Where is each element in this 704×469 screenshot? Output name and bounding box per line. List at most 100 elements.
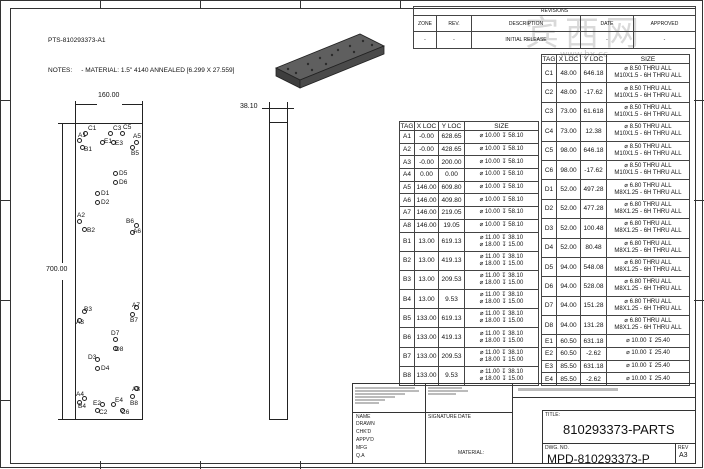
hole-label: A8 [132, 386, 140, 393]
hole-yloc: 131.28 [580, 315, 607, 336]
hole-size-line: ⌀ 11.00 ↧ 38.10 [479, 272, 524, 279]
title-block-divider [675, 443, 676, 464]
hole-xloc: 52.00 [556, 218, 581, 239]
hole-size: ⌀ 11.00 ↧ 38.10⌀ 18.00 ↧ 15.00 [464, 365, 539, 387]
hole-label: A3 [76, 319, 84, 326]
hole-size-line: ⌀ 6.80 THRU ALL [624, 201, 672, 208]
finish-note [428, 386, 508, 410]
hole-size-line: ⌀ 6.80 THRU ALL [624, 298, 672, 305]
hole-yloc: -17.62 [580, 82, 607, 103]
hole-xloc: 94.00 [556, 276, 581, 297]
hole-tag: A6 [399, 193, 415, 208]
hole-xloc: 13.00 [414, 250, 439, 271]
hole-size-line: ⌀ 18.00 ↧ 15.00 [479, 299, 524, 306]
hole-yloc: 646.18 [580, 140, 607, 161]
hole-yloc: -17.62 [580, 159, 607, 181]
hole-tag: B6 [399, 327, 415, 348]
zone-tick [400, 0, 401, 8]
hole-yloc: 631.18 [580, 334, 607, 349]
hole-tag: B4 [399, 289, 415, 310]
hole-marker [100, 140, 105, 145]
hole-size: ⌀ 11.00 ↧ 38.10⌀ 18.00 ↧ 15.00 [464, 250, 539, 271]
hole-marker [108, 131, 113, 136]
hole-yloc: 548.08 [580, 256, 607, 278]
hole-table-header-yloc: Y LOC [580, 54, 607, 64]
hole-xloc: 94.00 [556, 315, 581, 336]
hole-size: ⌀ 10.00 ↧ 58.10 [464, 168, 539, 182]
hole-yloc: 628.65 [438, 130, 465, 144]
hole-size-line: ⌀ 11.00 ↧ 38.10 [479, 349, 524, 356]
hole-tag: C2 [541, 82, 557, 103]
hole-label: A4 [76, 391, 84, 398]
hole-tag: C6 [541, 159, 557, 181]
rev-cell: - [580, 31, 634, 49]
hole-size-line: ⌀ 8.50 THRU ALL [624, 143, 672, 150]
hole-label: A6 [133, 228, 141, 235]
hole-size-line: M10X1.5 - 6H THRU ALL [614, 92, 682, 99]
hole-label: B8 [130, 400, 138, 407]
rev-header-zone: ZONE [413, 15, 437, 32]
hole-table-header-size: SIZE [606, 54, 690, 64]
hole-table-header-xloc: X LOC [414, 121, 439, 131]
hole-label: D2 [101, 199, 110, 206]
hole-xloc: 52.00 [556, 237, 581, 258]
hole-size-line: ⌀ 10.00 ↧ 58.10 [479, 209, 524, 216]
hole-size-line: ⌀ 10.00 ↧ 25.40 [626, 362, 670, 369]
hole-tag: D4 [541, 237, 557, 258]
hole-xloc: 98.00 [556, 159, 581, 181]
hole-tag: E3 [541, 359, 557, 374]
hole-tag: C5 [541, 140, 557, 161]
drawing-title: 810293373-PARTS [563, 422, 675, 437]
hole-marker [77, 400, 82, 405]
hole-xloc: 146.00 [414, 193, 439, 208]
hole-table-header-size: SIZE [464, 121, 539, 131]
hole-size-line: ⌀ 18.00 ↧ 15.00 [479, 279, 524, 286]
hole-label: D4 [101, 365, 110, 372]
hole-size-line: ⌀ 18.00 ↧ 15.00 [479, 318, 524, 325]
tb-row-drawn: DRAWN [356, 421, 375, 427]
hole-yloc: 19.05 [438, 218, 465, 233]
hole-table-header-tag: TAG [399, 121, 415, 131]
hole-tag: A3 [399, 155, 415, 170]
hole-marker [134, 140, 139, 145]
hole-yloc: 528.08 [580, 276, 607, 297]
hole-yloc: 477.28 [580, 198, 607, 220]
hole-xloc: 94.00 [556, 256, 581, 278]
side-view-plate [269, 122, 288, 420]
hole-size: ⌀ 11.00 ↧ 38.10⌀ 18.00 ↧ 15.00 [464, 346, 539, 367]
hole-size: ⌀ 10.00 ↧ 58.10 [464, 155, 539, 170]
hole-label: B5 [131, 150, 139, 157]
hole-marker [77, 219, 82, 224]
hole-table-header-yloc: Y LOC [438, 121, 465, 131]
hole-size: ⌀ 10.00 ↧ 58.10 [464, 180, 539, 195]
hole-marker [130, 394, 135, 399]
hole-yloc: 419.13 [438, 327, 465, 348]
rev-header-description: DESCRIPTION [471, 15, 581, 32]
hole-size-line: ⌀ 11.00 ↧ 38.10 [479, 234, 524, 241]
title-block-divider [542, 410, 696, 411]
hole-tag: C3 [541, 101, 557, 123]
dim-line [75, 104, 97, 105]
hole-xloc: 13.00 [414, 231, 439, 252]
hole-size-line: ⌀ 11.00 ↧ 38.10 [479, 368, 524, 375]
hole-size: ⌀ 10.00 ↧ 58.10 [464, 142, 539, 157]
hole-size-line: ⌀ 6.80 THRU ALL [624, 182, 672, 189]
hole-label: C5 [123, 124, 132, 131]
hole-size-line: ⌀ 8.50 THRU ALL [624, 85, 672, 92]
tb-row-mfg: MFG [356, 445, 368, 451]
hole-size: ⌀ 10.00 ↧ 58.10 [464, 193, 539, 208]
hole-xloc: -0.00 [414, 142, 439, 157]
hole-yloc: 200.00 [438, 155, 465, 170]
dim-extension-line [75, 101, 76, 123]
hole-marker [134, 305, 139, 310]
hole-size-line: ⌀ 10.00 ↧ 58.10 [479, 222, 524, 229]
hole-size-line: ⌀ 10.00 ↧ 58.10 [479, 196, 524, 203]
hole-label: D3 [88, 354, 97, 361]
tb-row-approved: APPV'D [356, 437, 374, 443]
hole-marker [134, 223, 139, 228]
hole-xloc: 133.00 [414, 308, 439, 329]
zone-tick [0, 300, 10, 301]
